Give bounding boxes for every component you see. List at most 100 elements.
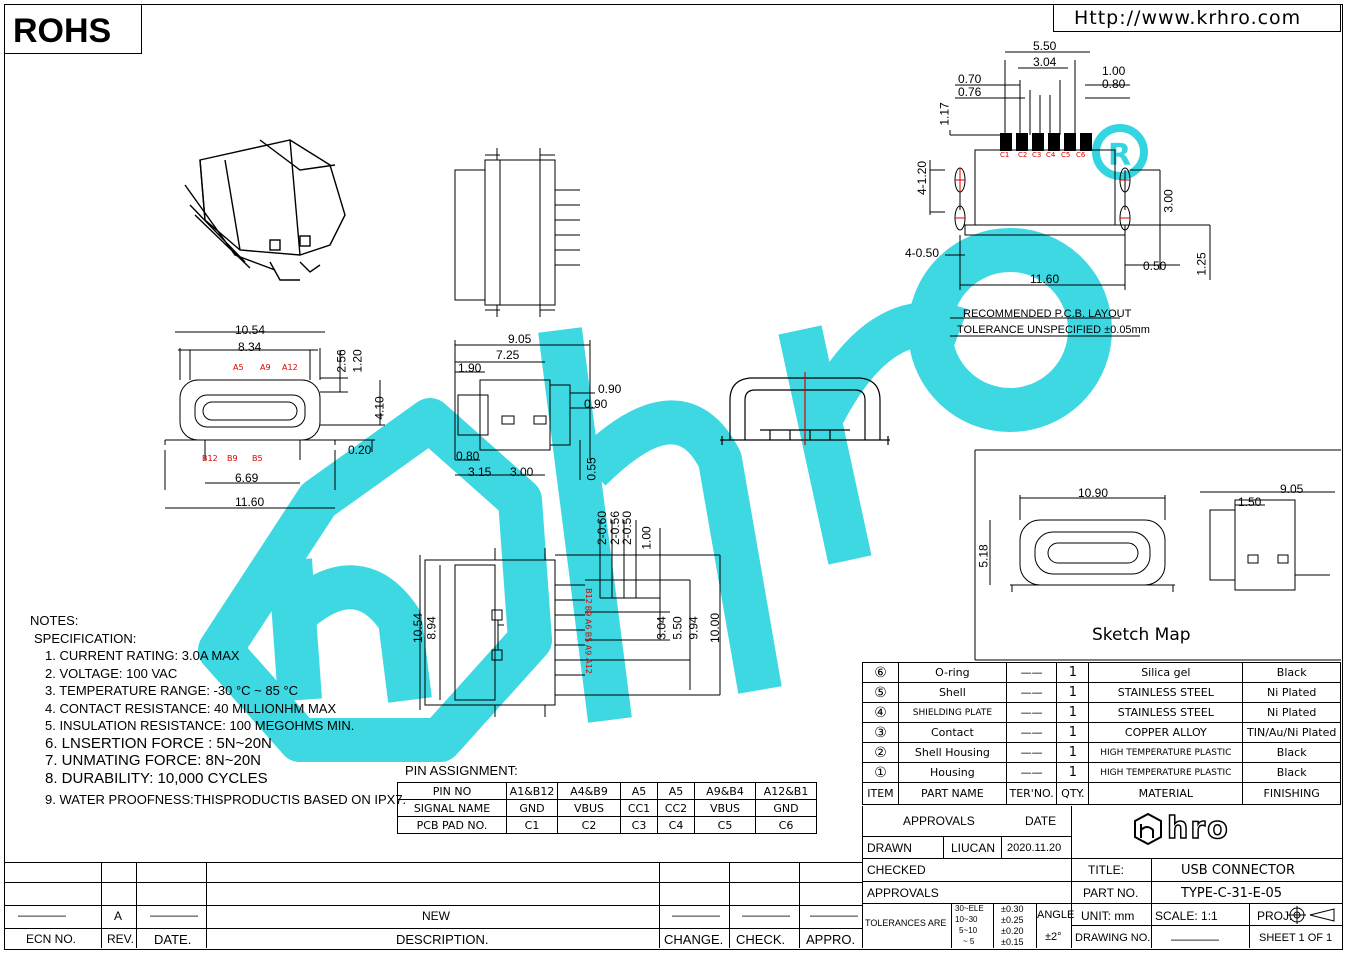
dim-label: 11.60 <box>1030 272 1060 286</box>
revision-block: ———— A ———— NEW ———— ———— ———— ECN NO. R… <box>4 862 862 948</box>
title-block: APPROVALS DATE DRAWN LIUCAN 2020.11.20 C… <box>862 806 1342 948</box>
pad <box>1016 133 1028 151</box>
dim-label: 0.80 <box>1102 77 1126 91</box>
table-cell: C1 <box>506 816 558 834</box>
pad-label: C1 <box>1000 151 1010 159</box>
tol-range: 5~10 <box>959 926 978 935</box>
title-value: USB CONNECTOR <box>1181 863 1296 878</box>
url-text[interactable]: Http://www.krhro.com <box>1074 7 1302 29</box>
pin-label: B9 <box>227 454 238 463</box>
pin-label: A5 <box>233 363 244 372</box>
dim-label: 0.80 <box>456 449 480 463</box>
dim-label: 1.20 <box>350 349 365 373</box>
table-cell: A1&B12 <box>506 782 558 800</box>
rear-view <box>720 372 890 445</box>
pin-assignment-table: PIN NO A1&B12 A4&B9 A5 A5 A9&B4 A12&B1 S… <box>397 782 817 834</box>
note-item: 8. DURABILITY: 10,000 CYCLES <box>45 769 268 787</box>
pin-assignment-title: PIN ASSIGNMENT: <box>405 763 518 778</box>
table-cell: SIGNAL NAME <box>397 799 507 817</box>
table-cell: C3 <box>620 816 658 834</box>
pad <box>1080 133 1092 151</box>
table-cell: 1 <box>1056 662 1090 683</box>
pin-label: A12 <box>583 658 593 674</box>
dim-label: 4.10 <box>372 396 387 420</box>
table-cell: —— <box>1005 702 1058 723</box>
dim-label: 10.00 <box>708 612 723 644</box>
note-item: 2. VOLTAGE: 100 VAC <box>45 665 178 681</box>
pin-label: B12 <box>583 588 593 604</box>
tol-range: 30~ELE <box>955 904 984 913</box>
table-cell: ② <box>862 742 899 763</box>
table-cell: TIN/Au/Ni Plated <box>1242 722 1341 743</box>
table-cell: Black <box>1242 762 1341 783</box>
table-cell: Silica gel <box>1088 662 1244 683</box>
dim-label: 11.60 <box>235 495 265 509</box>
rev-header: REV. <box>107 932 134 946</box>
hexagon-logo-icon <box>1134 812 1162 846</box>
dim-label: 10.54 <box>411 612 426 644</box>
rev-header: CHECK. <box>736 932 786 947</box>
dim-label: 2-0.60 <box>595 510 610 546</box>
table-cell: Black <box>1242 742 1341 763</box>
table-cell: ITEM <box>862 782 899 805</box>
notes-spec: SPECIFICATION: <box>34 630 137 646</box>
isometric-view <box>184 139 346 281</box>
pin-label: B9 <box>583 605 593 617</box>
sketch-map-box <box>974 449 1341 661</box>
table-cell: 1 <box>1056 742 1090 763</box>
drawn-by: LIUCAN <box>951 841 996 855</box>
dim-label: 10.54 <box>235 323 266 337</box>
rev-cell: A <box>114 909 123 923</box>
notes-title: NOTES: <box>30 613 79 628</box>
pcb-pads <box>1000 133 1095 151</box>
dim-label: 5.50 <box>1033 39 1057 53</box>
note-item: 4. CONTACT RESISTANCE: 40 MILLIONHM MAX <box>45 700 337 716</box>
drawing-no-label: DRAWING NO. <box>1075 932 1151 944</box>
table-cell: GND <box>506 799 558 817</box>
table-cell: —— <box>1005 722 1058 743</box>
table-cell: C5 <box>694 816 756 834</box>
table-cell: 1 <box>1056 722 1090 743</box>
scale-label: SCALE: 1:1 <box>1155 909 1218 923</box>
pin-label: A9 <box>260 363 271 372</box>
pin-label: B5 <box>583 631 593 643</box>
rohs-label: ROHS <box>13 12 112 50</box>
note-item: 7. UNMATING FORCE: 8N~20N <box>45 752 262 769</box>
side-view-top <box>454 148 580 317</box>
table-cell: A5 <box>657 782 695 800</box>
dim-label: 9.94 <box>686 616 701 640</box>
projection-icon <box>1288 906 1335 924</box>
dim-label: 3.04 <box>654 616 669 640</box>
table-cell: STAINLESS STEEL <box>1088 702 1244 723</box>
table-cell: C4 <box>657 816 695 834</box>
rev-cell: ———— <box>810 908 858 922</box>
pad <box>1064 133 1076 151</box>
dim-label: 5.18 <box>976 544 991 568</box>
dim-label: 3.15 <box>468 465 492 479</box>
tol-grid <box>951 903 1037 948</box>
table-cell: Ni Plated <box>1242 702 1341 723</box>
pin-label: A9 <box>583 644 593 656</box>
table-row: SIGNAL NAME GND VBUS CC1 CC2 VBUS GND <box>397 799 817 817</box>
tol-range: 10~30 <box>955 915 978 924</box>
pin-label: A12 <box>282 363 298 372</box>
table-row: PIN NO A1&B12 A4&B9 A5 A5 A9&B4 A12&B1 <box>397 782 817 800</box>
tol-range: ~ 5 <box>963 937 975 946</box>
part-label: PART NO. <box>1083 886 1139 900</box>
table-cell: STAINLESS STEEL <box>1088 682 1244 703</box>
unit-label: UNIT: mm <box>1081 909 1135 923</box>
dim-label: 3.04 <box>1033 55 1057 69</box>
approvals2-label: APPROVALS <box>867 886 939 900</box>
dim-label: 1.17 <box>937 102 952 126</box>
dim-label: 3.00 <box>510 465 534 479</box>
dim-label: 4-0.50 <box>905 246 940 260</box>
table-cell: VBUS <box>557 799 621 817</box>
angle-label: ANGLE <box>1037 909 1075 921</box>
pad-label: C6 <box>1076 151 1086 159</box>
dim-label: 9.05 <box>508 332 532 346</box>
table-cell: ④ <box>862 702 899 723</box>
table-cell: QTY. <box>1056 782 1090 805</box>
pad <box>1048 133 1060 151</box>
table-cell: Black <box>1242 662 1341 683</box>
